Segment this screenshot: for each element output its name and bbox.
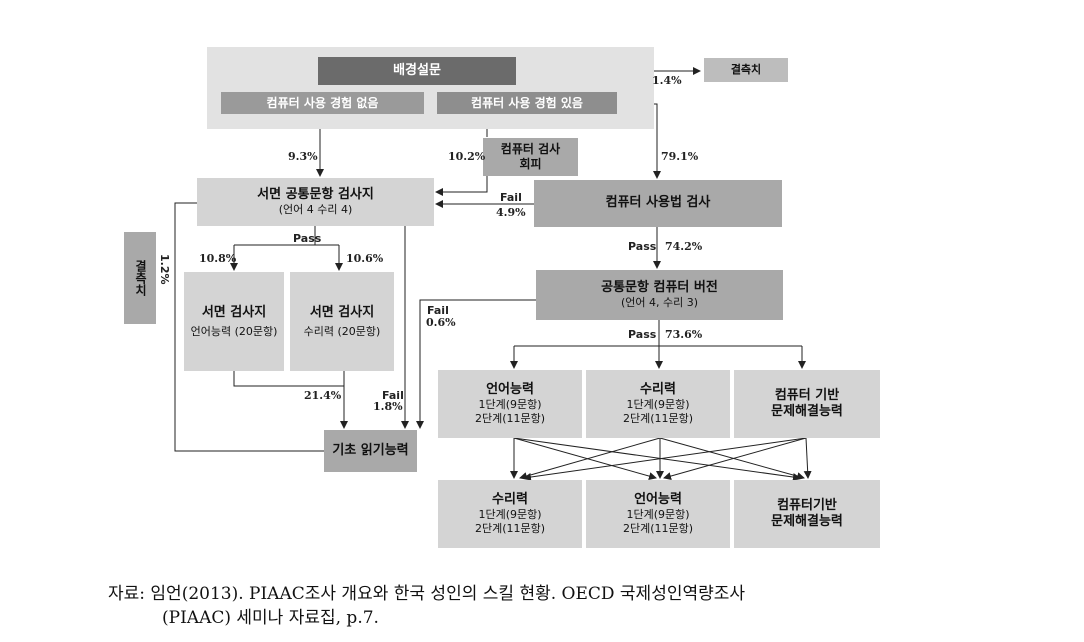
edge-s1-lit-s2-lit <box>513 437 657 480</box>
label-pass-1: Pass <box>628 240 657 253</box>
source-caption: 자료: 임언(2013). PIAAC조사 개요와 한국 성인의 스킬 현황. … <box>108 582 745 630</box>
label-missing-pct: 1.4% <box>652 74 682 87</box>
label-no-exp-pct: 9.3% <box>288 150 318 163</box>
yes-experience-box: 컴퓨터 사용 경험 있음 <box>437 92 617 114</box>
label-fail-pct-1: 4.9% <box>496 206 526 219</box>
refuse-line2: 회피 <box>519 157 542 171</box>
stage2-numeracy-title: 수리력 <box>492 492 528 508</box>
stage1-literacy-title: 언어능력 <box>486 382 534 398</box>
label-left-missing-pct: 1.2% <box>158 254 171 285</box>
label-pass-pct-2: 73.6% <box>665 328 703 341</box>
paper-literacy-sub: 언어능력 (20문항) <box>190 324 278 338</box>
background-survey-label: 배경설문 <box>393 62 441 78</box>
missing-top-label: 결측치 <box>730 63 762 77</box>
paper-core-box: 서면 공통문항 검사지 (언어 4 수리 4) <box>197 178 434 226</box>
stage1-literacy-sub2: 2단계(11문항) <box>474 412 546 426</box>
edge-paper-combine <box>233 371 344 387</box>
no-experience-label: 컴퓨터 사용 경험 없음 <box>266 95 379 110</box>
stage1-numeracy-box: 수리력 1단계(9문항) 2단계(11문항) <box>586 370 730 438</box>
computer-use-test-label: 컴퓨터 사용법 검사 <box>605 195 711 211</box>
label-combined-pct: 21.4% <box>304 389 342 402</box>
edge-s1-num-s2-num <box>519 437 661 480</box>
edge-s1-ps-s2-lit <box>663 437 807 480</box>
caption-line2: (PIAAC) 세미나 자료집, p.7. <box>162 608 379 628</box>
label-pass-paper: Pass <box>293 232 322 245</box>
stage1-numeracy-sub1: 1단계(9문항) <box>626 398 690 412</box>
stage1-literacy-sub1: 1단계(9문항) <box>478 398 542 412</box>
caption-line1: 자료: 임언(2013). PIAAC조사 개요와 한국 성인의 스킬 현황. … <box>108 584 746 604</box>
label-fail-3: Fail <box>382 389 404 402</box>
basic-reading-box: 기초 읽기능력 <box>324 430 417 472</box>
edge-comp-core-fail <box>416 299 536 429</box>
paper-numeracy-box: 서면 검사지 수리력 (20문항) <box>290 272 394 371</box>
computer-core-sub: (언어 4, 수리 3) <box>620 296 699 310</box>
label-refuse-pct: 10.2% <box>448 150 486 163</box>
label-pass-2: Pass <box>628 328 657 341</box>
edge-refuse <box>435 176 488 196</box>
stage1-ps-line2: 문제해결능력 <box>771 404 843 419</box>
paper-numeracy-title: 서면 검사지 <box>309 304 375 320</box>
no-experience-box: 컴퓨터 사용 경험 없음 <box>221 92 424 114</box>
computer-core-box: 공통문항 컴퓨터 버전 (언어 4, 수리 3) <box>536 270 783 320</box>
label-fail-1: Fail <box>500 191 522 204</box>
stage1-literacy-box: 언어능력 1단계(9문항) 2단계(11문항) <box>438 370 582 438</box>
stage1-ps-line1: 컴퓨터 기반 <box>774 387 840 403</box>
computer-core-title: 공통문항 컴퓨터 버전 <box>601 280 718 295</box>
stage2-literacy-sub1: 1단계(9문항) <box>626 508 690 522</box>
paper-literacy-title: 서면 검사지 <box>201 304 267 320</box>
edge-s1-ps-s2-num <box>523 437 807 481</box>
label-fail-pct-2: 0.6% <box>426 316 456 329</box>
refuse-line1: 컴퓨터 검사 <box>500 142 561 156</box>
missing-left-label: 결측치 <box>133 260 148 296</box>
stage2-problem-solving-box: 컴퓨터기반 문제해결능력 <box>734 480 880 548</box>
label-fail-2: Fail <box>427 304 449 317</box>
edge-s1-num-s2-ps <box>659 437 805 480</box>
stage2-ps-line1: 컴퓨터기반 <box>777 497 837 513</box>
basic-reading-label: 기초 읽기능력 <box>332 442 409 458</box>
background-survey-box: 배경설문 <box>318 57 516 85</box>
edge-s1-ps-s2-ps <box>803 437 812 479</box>
label-lit-pct: 10.8% <box>199 252 237 265</box>
yes-experience-label: 컴퓨터 사용 경험 있음 <box>471 95 583 110</box>
label-pass-pct-1: 74.2% <box>665 240 703 253</box>
stage2-literacy-box: 언어능력 1단계(9문항) 2단계(11문항) <box>586 480 730 548</box>
stage2-literacy-title: 언어능력 <box>634 492 682 508</box>
stage1-problem-solving-box: 컴퓨터 기반 문제해결능력 <box>734 370 880 438</box>
stage1-numeracy-sub2: 2단계(11문항) <box>622 412 694 426</box>
computer-use-test-box: 컴퓨터 사용법 검사 <box>534 180 782 227</box>
label-fail-pct-3: 1.8% <box>373 400 403 413</box>
stage2-ps-line2: 문제해결능력 <box>771 514 843 529</box>
missing-top-box: 결측치 <box>704 58 788 82</box>
stage2-numeracy-sub1: 1단계(9문항) <box>478 508 542 522</box>
paper-core-title: 서면 공통문항 검사지 <box>257 187 374 202</box>
refuse-box: 컴퓨터 검사 회피 <box>483 138 578 176</box>
missing-left-box: 결측치 <box>124 232 156 324</box>
paper-literacy-box: 서면 검사지 언어능력 (20문항) <box>184 272 284 371</box>
edge-s1-lit-s2-ps <box>513 437 801 481</box>
label-yes-exp-pct: 79.1% <box>661 150 699 163</box>
paper-numeracy-sub: 수리력 (20문항) <box>303 324 381 338</box>
stage2-literacy-sub2: 2단계(11문항) <box>622 522 694 536</box>
stage2-numeracy-box: 수리력 1단계(9문항) 2단계(11문항) <box>438 480 582 548</box>
stage2-numeracy-sub2: 2단계(11문항) <box>474 522 546 536</box>
paper-core-sub: (언어 4 수리 4) <box>278 203 353 217</box>
edge-left-loop <box>174 202 324 452</box>
stage1-numeracy-title: 수리력 <box>640 382 676 398</box>
label-num-pct: 10.6% <box>346 252 384 265</box>
